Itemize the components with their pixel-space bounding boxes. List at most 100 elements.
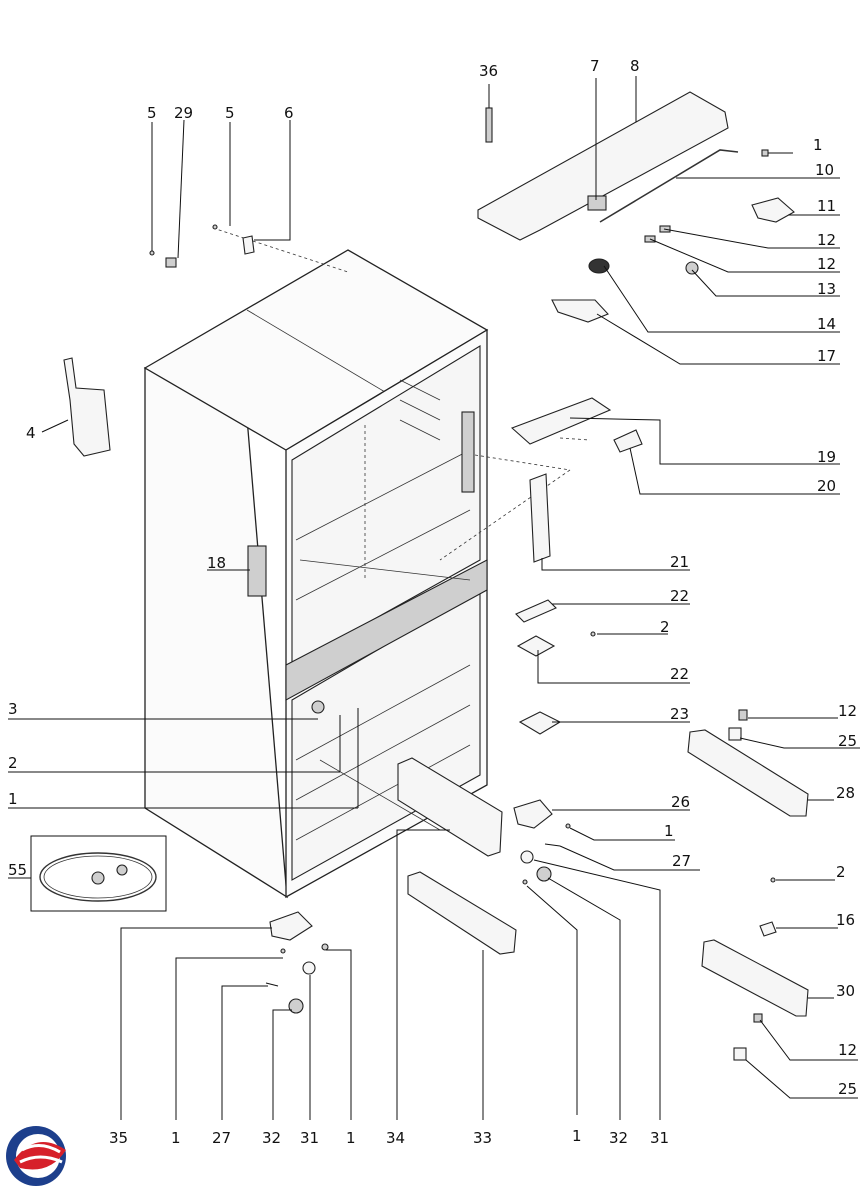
label-21: 21 bbox=[670, 553, 689, 571]
part-12-clip bbox=[738, 709, 748, 721]
part-29-cap bbox=[165, 257, 177, 268]
part-labels: 36 7 8 5 29 5 6 1 10 11 12 12 13 14 17 4… bbox=[8, 57, 857, 1147]
label-12: 12 bbox=[817, 231, 836, 249]
part-3-knob bbox=[311, 700, 325, 714]
label-1: 1 bbox=[8, 790, 18, 808]
part-19-duct-cover bbox=[510, 397, 612, 445]
part-23-guide bbox=[518, 711, 562, 735]
part-4-control-module bbox=[63, 357, 111, 457]
part-25-block bbox=[733, 1047, 747, 1061]
label-19: 19 bbox=[817, 448, 836, 466]
part-5-screw bbox=[212, 224, 218, 230]
label-16: 16 bbox=[836, 911, 855, 929]
label-25: 25 bbox=[838, 1080, 857, 1098]
part-1-screw bbox=[565, 823, 571, 829]
label-14: 14 bbox=[817, 315, 836, 333]
label-26: 26 bbox=[671, 793, 690, 811]
label-28: 28 bbox=[836, 784, 855, 802]
label-1: 1 bbox=[813, 136, 823, 154]
part-26-hinge bbox=[513, 799, 553, 829]
part-11-hinge bbox=[751, 197, 795, 223]
part-21-cover bbox=[529, 473, 551, 563]
part-1-screw bbox=[522, 879, 528, 885]
part-2-screw bbox=[770, 877, 776, 883]
part-1-screw bbox=[761, 149, 769, 157]
label-27: 27 bbox=[672, 852, 691, 870]
part-27-pin bbox=[265, 982, 279, 987]
part-16-clip bbox=[759, 921, 777, 937]
label-6: 6 bbox=[284, 104, 294, 122]
brand-logo bbox=[6, 1126, 66, 1186]
label-5: 5 bbox=[147, 104, 157, 122]
part-22-bracket bbox=[515, 599, 557, 623]
label-22: 22 bbox=[670, 587, 689, 605]
part-55-fitting bbox=[116, 864, 128, 876]
part-31-bushing bbox=[302, 961, 316, 975]
label-5: 5 bbox=[225, 104, 235, 122]
label-12: 12 bbox=[817, 255, 836, 273]
label-29: 29 bbox=[174, 104, 193, 122]
part-20-clip bbox=[613, 429, 643, 453]
part-6-hinge-pin bbox=[242, 235, 255, 255]
label-18: 18 bbox=[207, 554, 226, 572]
part-25-block bbox=[728, 727, 742, 741]
label-11: 11 bbox=[817, 197, 836, 215]
part-28-rail bbox=[687, 729, 809, 817]
part-35-hinge bbox=[269, 911, 313, 941]
label-34: 34 bbox=[386, 1129, 405, 1147]
refrigerator-cabinet bbox=[143, 227, 591, 899]
label-23: 23 bbox=[670, 705, 689, 723]
label-13: 13 bbox=[817, 280, 836, 298]
part-32-cam bbox=[288, 998, 304, 1014]
label-27: 27 bbox=[212, 1129, 231, 1147]
part-2-screw bbox=[590, 631, 596, 637]
label-8: 8 bbox=[630, 57, 640, 75]
label-2: 2 bbox=[836, 863, 846, 881]
label-4: 4 bbox=[26, 424, 36, 442]
part-10-wire-harness bbox=[599, 149, 739, 223]
label-1: 1 bbox=[572, 1127, 582, 1145]
label-32: 32 bbox=[609, 1129, 628, 1147]
label-31: 31 bbox=[300, 1129, 319, 1147]
label-33: 33 bbox=[473, 1129, 492, 1147]
part-7-bracket bbox=[587, 195, 607, 211]
label-12: 12 bbox=[838, 702, 857, 720]
part-17-hinge-bracket bbox=[551, 299, 609, 323]
part-22-guide bbox=[516, 635, 556, 657]
part-1-screw bbox=[280, 948, 286, 954]
part-36-screw bbox=[485, 107, 493, 143]
part-55-tube-coil bbox=[39, 852, 157, 902]
label-35: 35 bbox=[109, 1129, 128, 1147]
part-14-damper bbox=[588, 258, 610, 274]
part-32-cam bbox=[536, 866, 552, 882]
label-1: 1 bbox=[346, 1129, 356, 1147]
label-7: 7 bbox=[590, 57, 600, 75]
label-1: 1 bbox=[171, 1129, 181, 1147]
part-31-bushing bbox=[520, 850, 534, 864]
leader-lines bbox=[8, 76, 860, 1120]
label-22: 22 bbox=[670, 665, 689, 683]
label-2: 2 bbox=[660, 618, 670, 636]
label-32: 32 bbox=[262, 1129, 281, 1147]
label-30: 30 bbox=[836, 982, 855, 1000]
label-17: 17 bbox=[817, 347, 836, 365]
part-5-screw bbox=[149, 250, 155, 256]
part-55-box bbox=[30, 835, 167, 912]
part-13-cap bbox=[685, 261, 699, 275]
part-33-trim bbox=[407, 871, 517, 955]
part-8-top-bracket bbox=[477, 91, 729, 241]
label-10: 10 bbox=[815, 161, 834, 179]
label-12: 12 bbox=[838, 1041, 857, 1059]
part-34-control-panel bbox=[397, 757, 503, 857]
part-30-rail bbox=[701, 939, 809, 1017]
label-36: 36 bbox=[479, 62, 498, 80]
part-12-clip bbox=[753, 1013, 763, 1023]
part-27-pin bbox=[544, 843, 561, 847]
part-1-screw bbox=[321, 943, 329, 951]
label-3: 3 bbox=[8, 700, 18, 718]
label-2: 2 bbox=[8, 754, 18, 772]
part-55-fitting bbox=[91, 871, 105, 885]
label-20: 20 bbox=[817, 477, 836, 495]
label-55: 55 bbox=[8, 861, 27, 879]
